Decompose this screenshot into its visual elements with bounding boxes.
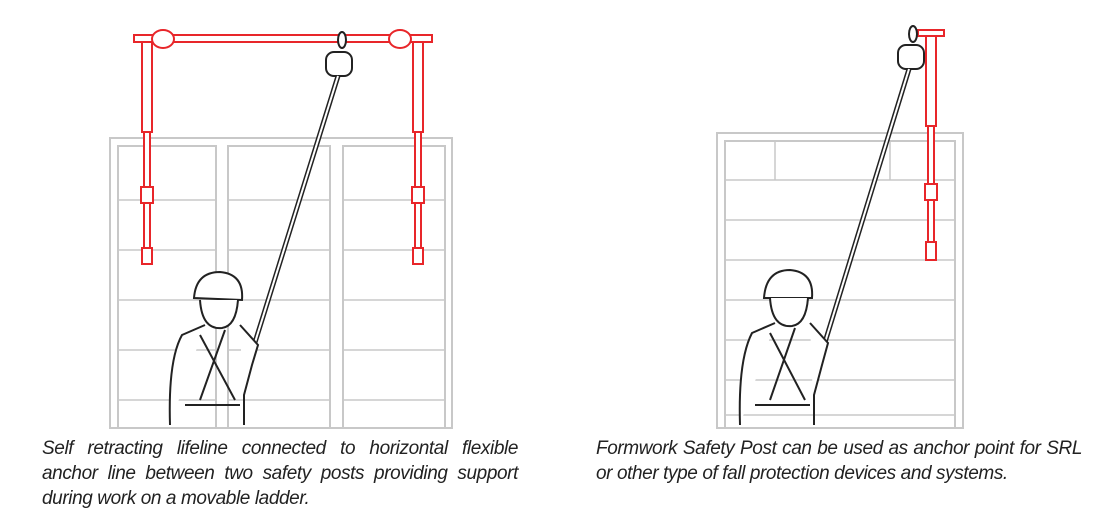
safety-post-right xyxy=(917,29,945,261)
ladder-frame-left xyxy=(109,137,453,429)
safety-posts-anchor-line xyxy=(133,29,433,265)
illustrations xyxy=(109,25,964,429)
worker-left xyxy=(168,270,260,426)
figure-caption-right: Formwork Safety Post can be used as anch… xyxy=(596,438,1082,484)
figure-caption-left: Self retracting lifeline connected to ho… xyxy=(42,438,518,509)
srl-lifeline-right xyxy=(819,25,925,353)
worker-right xyxy=(738,268,830,426)
srl-lifeline-left xyxy=(249,31,353,353)
